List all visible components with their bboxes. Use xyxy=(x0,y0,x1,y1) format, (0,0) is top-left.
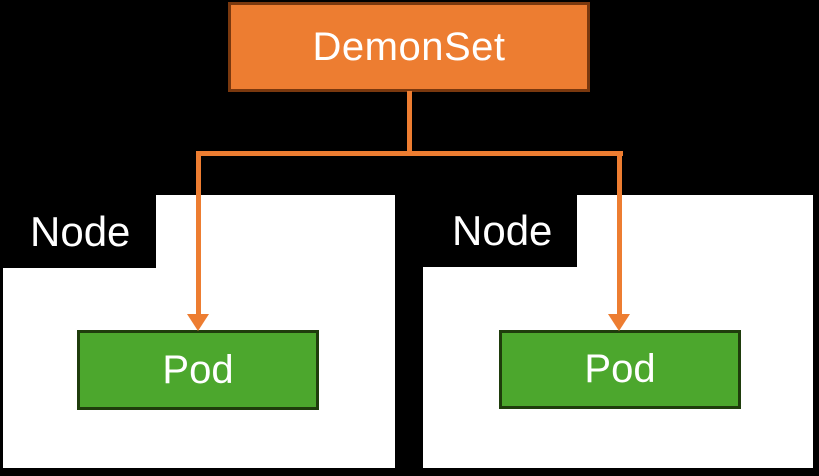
connector-horizontal-line xyxy=(196,151,623,156)
pod-box-left: Pod xyxy=(77,330,319,410)
node-label: Node xyxy=(452,207,553,254)
connector-stub-line xyxy=(407,91,412,153)
connector-vertical-line-right xyxy=(617,151,622,317)
pod-box-right: Pod xyxy=(499,330,741,409)
node-label: Node xyxy=(30,207,131,255)
arrow-down-icon xyxy=(187,314,209,331)
demonset-box: DemonSet xyxy=(228,2,590,92)
pod-label: Pod xyxy=(162,347,234,392)
connector-vertical-line-left xyxy=(196,151,201,317)
node-label-notch-right: Node xyxy=(423,195,577,267)
pod-label: Pod xyxy=(584,347,656,391)
node-label-notch-left: Node xyxy=(0,195,156,268)
demonset-label: DemonSet xyxy=(312,24,506,69)
arrow-down-icon xyxy=(608,314,630,331)
